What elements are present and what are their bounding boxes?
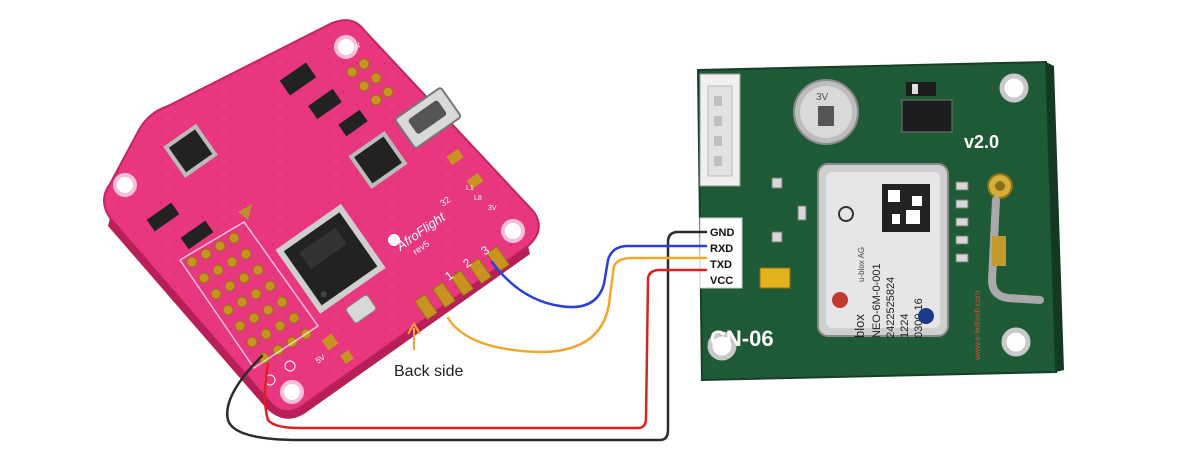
gps-eeprom-chip: [901, 99, 953, 133]
gps-pin-label-rxd: RXD: [710, 243, 733, 255]
wire-vcc: [263, 268, 708, 430]
fc-label-3v: 3V: [488, 205, 497, 212]
fc-brand-sub: 32: [438, 194, 452, 208]
fc-small-pads: [321, 148, 484, 364]
fc-mcu-chip: [275, 203, 386, 314]
gps-tantalum-cap: [759, 267, 791, 289]
gps-model-label: CN-06: [710, 326, 774, 351]
fc-pwm-pad-grid: [186, 232, 312, 364]
fc-usb-connector: [394, 87, 462, 149]
gps-chip-line-2: 2422525824: [885, 277, 897, 338]
wire-rxd: [490, 244, 708, 309]
fc-regulator: [146, 62, 368, 250]
wire-txd: [446, 256, 708, 354]
wires: [225, 230, 708, 442]
gps-chip-line-1: NEO-6M-0-001: [871, 263, 883, 338]
gps-antenna-connector: [987, 173, 1044, 304]
gps-website-label: www.e-ledtech.com: [973, 290, 982, 361]
gps-chip-logo-icon: [838, 206, 854, 222]
fc-label-l8: L8: [474, 195, 482, 202]
fc-mounting-holes: [113, 35, 525, 404]
gps-chip-brand: blox: [852, 314, 867, 338]
gps-chip-brand-small: u-blox AG: [857, 247, 866, 282]
gps-backup-battery: 3V: [793, 79, 859, 145]
gps-module: 3V v2.0 blox u-blox AG NEO-6M-0-001 2422…: [696, 60, 1064, 382]
fc-usb-chip: [348, 130, 408, 190]
fc-orientation-arrow-icon: [238, 204, 252, 220]
gps-chip-line-3: 1224: [899, 314, 911, 338]
gps-version-label: v2.0: [964, 132, 999, 152]
fc-label-l1: L1: [466, 185, 474, 192]
gps-pin-label-vcc: VCC: [710, 275, 733, 287]
fc-sensor-chip: [163, 123, 218, 178]
gps-jst-connector: [699, 73, 741, 187]
wire-gnd: [225, 230, 708, 442]
fc-brand-logo-icon: [388, 234, 400, 246]
gps-passive-components: [771, 177, 969, 263]
back-side-label: Back side: [394, 363, 463, 380]
gps-pin-label-txd: TXD: [710, 259, 732, 271]
fc-top-header-pads: [346, 58, 394, 106]
gps-pin-label-gnd: GND: [710, 227, 735, 239]
gps-pin-header: GND RXD TXD VCC: [699, 217, 743, 289]
fc-crystal: [345, 294, 377, 324]
flight-controller-board: AfroFlight 32 rev5 1 2 3 +5V L1 L8 3V 5V: [103, 19, 540, 419]
back-side-annotation: Back side: [394, 322, 463, 380]
gps-battery-label: 3V: [816, 92, 829, 103]
gps-neo6m-chip: blox u-blox AG NEO-6M-0-001 2422525824 1…: [817, 163, 949, 338]
